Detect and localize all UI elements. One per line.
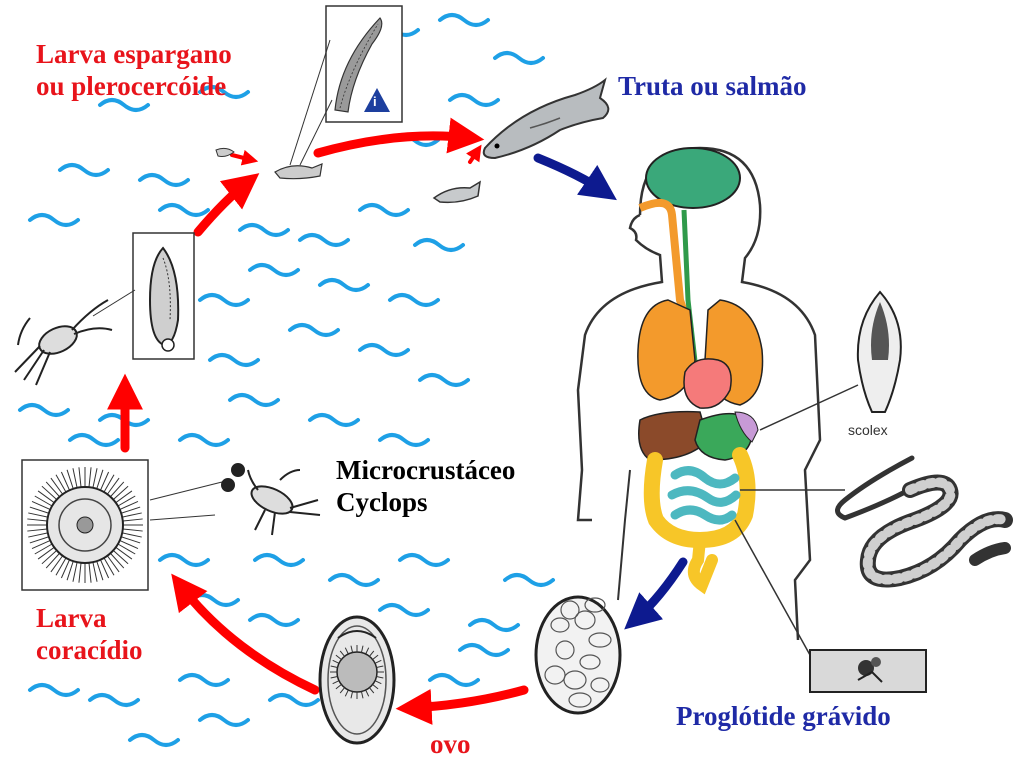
water-wave: [503, 573, 555, 587]
water-wave: [328, 573, 380, 587]
human-body: [576, 146, 859, 656]
water-wave: [208, 353, 260, 367]
water-wave: [228, 393, 280, 407]
heart: [683, 358, 732, 409]
gravid-proglottid-drawing: [809, 649, 927, 693]
egg-with-embryo: [318, 615, 396, 745]
water-wave: [493, 51, 545, 65]
water-wave: [98, 98, 150, 112]
water-wave: [158, 203, 210, 217]
small-intestine: [667, 466, 741, 525]
water-wave: [308, 413, 360, 427]
label-cyclops-line1: Microcrustáceo: [336, 455, 516, 485]
water-wave: [248, 263, 300, 277]
water-wave: [468, 618, 520, 632]
cyclops-copepod: [221, 463, 321, 536]
liver: [638, 410, 709, 461]
arrow-small-fish: [466, 144, 482, 164]
label-egg: ovo: [430, 729, 471, 759]
label-coracidium: Larva coracídio: [36, 602, 142, 667]
small-fish: [432, 180, 481, 204]
label-cyclops-line2: Cyclops: [336, 487, 428, 518]
label-plerocercoid: Larva espargano ou plerocercóide: [36, 38, 232, 103]
water-wave: [128, 733, 180, 747]
trout-fish: [482, 77, 610, 160]
water-wave: [418, 373, 470, 387]
procercoid-panel: [92, 232, 195, 360]
water-wave: [88, 693, 140, 707]
water-wave: [198, 713, 250, 727]
water-wave: [158, 553, 210, 567]
label-plerocercoid-line2: ou plerocercóide: [36, 71, 227, 102]
water-wave: [428, 673, 480, 687]
water-wave: [388, 293, 440, 307]
plerocercoid-tiny-fish: [215, 147, 323, 180]
label-cyclops: Microcrustáceo Cyclops: [336, 454, 515, 519]
blue-arrows: [533, 153, 688, 630]
arrow-egg-to-coracidium: [171, 573, 320, 695]
water-wave: [178, 433, 230, 447]
water-wave: [58, 163, 110, 177]
water-wave: [248, 613, 300, 627]
coracidium-panel: [21, 459, 231, 591]
water-wave: [268, 693, 320, 707]
water-wave: [298, 233, 350, 247]
water-wave: [458, 643, 510, 657]
water-wave: [138, 173, 190, 187]
airway: [638, 198, 694, 332]
label-scolex: scolex: [848, 422, 888, 438]
water-wave: [448, 93, 500, 107]
arrow-proglottid-egg-to-egg: [395, 685, 529, 725]
water-wave: [398, 553, 450, 567]
water-wave: [28, 683, 80, 697]
label-plerocercoid-line1: Larva espargano: [36, 39, 232, 69]
label-fish: Truta ou salmão: [618, 71, 807, 101]
brain: [645, 147, 741, 209]
plerocercoid-panel: [289, 5, 403, 166]
red-arrows: [107, 117, 529, 725]
arrow-plerocercoid-to-fish: [313, 117, 485, 158]
label-proglottid: Proglótide grávido: [676, 701, 891, 731]
water-wave: [438, 13, 490, 27]
arrow-tiny-larva: [230, 149, 259, 166]
arrow-human-to-egg: [624, 557, 688, 630]
copepod-upper: [14, 299, 113, 386]
water-wave: [198, 293, 250, 307]
water-wave: [238, 223, 290, 237]
spleen: [734, 411, 759, 443]
water-wave: [68, 433, 120, 447]
scolex-drawing: [856, 290, 902, 413]
water-wave: [18, 403, 70, 417]
label-coracidium-line2: coracídio: [36, 635, 143, 666]
water-wave: [413, 238, 465, 252]
water-wave: [198, 85, 250, 99]
arrow-copepod-to-plerocercoid: [193, 173, 260, 237]
water-wave: [378, 603, 430, 617]
water-wave: [288, 323, 340, 337]
egg-unembryonated: [534, 595, 622, 715]
water-wave: [378, 433, 430, 447]
label-coracidium-line1: Larva: [36, 603, 107, 633]
water-wave: [253, 553, 305, 567]
rectum: [687, 534, 718, 595]
water-wave: [178, 673, 230, 687]
water-wave: [358, 343, 410, 357]
water-wave: [358, 203, 410, 217]
arrow-fish-to-human: [533, 153, 617, 201]
info-badge: i: [373, 94, 377, 109]
water-wave: [318, 278, 370, 292]
adult-tapeworm: [835, 455, 1013, 588]
water-wave: [28, 213, 80, 227]
